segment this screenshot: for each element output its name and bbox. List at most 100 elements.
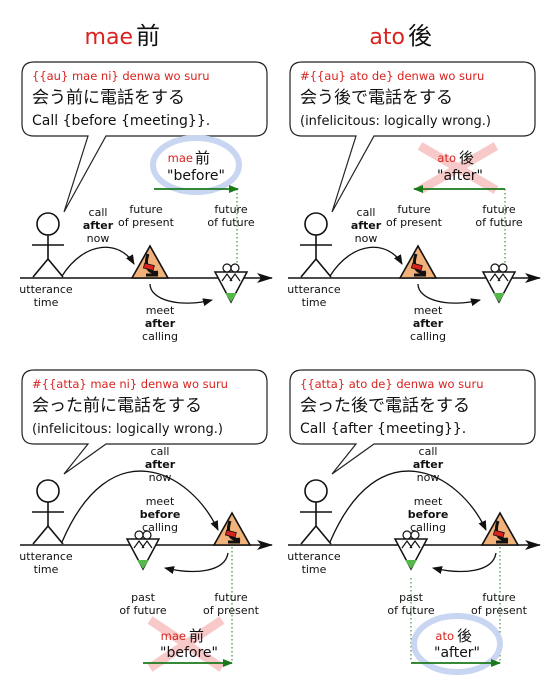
- meeting-icon: [214, 263, 248, 303]
- call-label-1: call: [151, 445, 170, 458]
- call-label-1: call: [357, 206, 376, 219]
- speaker-figure: [31, 212, 65, 278]
- header-right: ato 後: [369, 22, 432, 50]
- panel-bottom-left: #{{atta} mae ni} denwa wo suru 会った前に電話をす…: [19, 369, 273, 672]
- utterance-line1: utterance: [287, 550, 341, 563]
- call-label-2: after: [83, 219, 114, 232]
- marker-b-line1: future: [482, 591, 515, 604]
- meet-label-3: calling: [142, 521, 178, 534]
- highlight-ellipse: [150, 135, 242, 195]
- meet-label-1: meet: [414, 304, 443, 317]
- badge-gloss: "after": [434, 645, 480, 661]
- speech-bubble: [21, 369, 268, 475]
- badge-kanji: 前: [195, 149, 210, 167]
- panel-bottom-right: {{atta} ato de} denwa wo suru 会った後で電話をする…: [287, 369, 541, 675]
- badge-roman: ato: [435, 629, 454, 643]
- badge-kanji: 前: [189, 627, 204, 645]
- meet-label-1: meet: [146, 304, 175, 317]
- utterance-line2: time: [34, 296, 59, 309]
- bubble-english: Call {before {meeting}}.: [32, 113, 210, 129]
- meet-label-2: after: [413, 317, 444, 330]
- header-left-kanji: 前: [136, 22, 160, 50]
- bubble-romaji: #{{au} ato de} denwa wo suru: [300, 69, 484, 83]
- call-label-1: call: [419, 445, 438, 458]
- meet-label-1: meet: [146, 495, 175, 508]
- marker-b-line2: of present: [471, 604, 528, 617]
- speaker-figure: [299, 212, 333, 278]
- header-left-roman: mae: [85, 25, 133, 50]
- speaker-figure: [31, 479, 65, 545]
- marker-b-line2: of present: [203, 604, 260, 617]
- badge-roman: ato: [437, 151, 456, 165]
- panel-top-left: {{au} mae ni} denwa wo suru 会う前に電話をする Ca…: [19, 61, 273, 343]
- badge-roman: mae: [161, 629, 186, 643]
- bubble-romaji: {{atta} ato de} denwa wo suru: [300, 377, 483, 391]
- badge-kanji: 後: [459, 149, 474, 167]
- meeting-icon: [126, 530, 160, 570]
- utterance-line1: utterance: [19, 283, 73, 296]
- marker-a-line1: future: [397, 203, 430, 216]
- utterance-line2: time: [34, 563, 59, 576]
- call-label-3: now: [417, 471, 440, 484]
- utterance-line2: time: [302, 296, 327, 309]
- speech-bubble: [21, 61, 268, 213]
- panel-top-right: #{{au} ato de} denwa wo suru 会う後で電話をする (…: [287, 61, 541, 343]
- bubble-japanese: 会った後で電話をする: [300, 396, 470, 416]
- marker-a-line2: of future: [119, 604, 167, 617]
- utterance-line1: utterance: [19, 550, 73, 563]
- speaker-figure: [299, 479, 333, 545]
- meet-label-2: after: [145, 317, 176, 330]
- badge-gloss: "before": [160, 645, 218, 661]
- speech-bubble: [289, 61, 536, 213]
- cross-mark: [417, 142, 499, 194]
- bubble-english: (infelicitous: logically wrong.): [300, 114, 491, 129]
- speech-bubble: [289, 369, 536, 475]
- marker-b-line1: future: [214, 203, 247, 216]
- header-right-kanji: 後: [408, 22, 432, 50]
- meet-label-2: before: [140, 508, 181, 521]
- marker-a-line1: past: [399, 591, 423, 604]
- cross-mark: [147, 616, 225, 672]
- bubble-japanese: 会う前に電話をする: [32, 88, 185, 108]
- utterance-line1: utterance: [287, 283, 341, 296]
- phone-icon: [398, 244, 438, 280]
- marker-b-line1: future: [482, 203, 515, 216]
- marker-a-line1: future: [129, 203, 162, 216]
- call-label-2: after: [145, 458, 176, 471]
- call-label-1: call: [89, 206, 108, 219]
- badge-gloss: "before": [167, 168, 225, 184]
- marker-b-line2: of future: [207, 216, 255, 229]
- call-label-2: after: [413, 458, 444, 471]
- meeting-icon: [482, 263, 516, 303]
- marker-b-line1: future: [214, 591, 247, 604]
- meet-label-2: before: [408, 508, 449, 521]
- phone-icon: [212, 511, 252, 547]
- badge-gloss: "after": [437, 168, 483, 184]
- meet-label-3: calling: [410, 330, 446, 343]
- bubble-japanese: 会った前に電話をする: [32, 396, 202, 416]
- bubble-romaji: {{au} mae ni} denwa wo suru: [32, 69, 210, 83]
- header-right-roman: ato: [369, 25, 405, 50]
- highlight-ellipse: [411, 613, 503, 675]
- marker-a-line2: of present: [118, 216, 175, 229]
- meeting-icon: [394, 530, 428, 570]
- call-label-3: now: [149, 471, 172, 484]
- meet-label-3: calling: [410, 521, 446, 534]
- marker-a-line1: past: [131, 591, 155, 604]
- call-label-3: now: [87, 232, 110, 245]
- bubble-japanese: 会う後で電話をする: [300, 88, 453, 108]
- phone-icon: [480, 511, 520, 547]
- call-label-2: after: [351, 219, 382, 232]
- bubble-romaji: #{{atta} mae ni} denwa wo suru: [32, 377, 228, 391]
- marker-b-line2: of future: [475, 216, 523, 229]
- badge-roman: mae: [168, 151, 193, 165]
- utterance-line2: time: [302, 563, 327, 576]
- phone-icon: [130, 244, 170, 280]
- meet-label-3: calling: [142, 330, 178, 343]
- meet-label-1: meet: [414, 495, 443, 508]
- header-left: mae 前: [85, 22, 160, 50]
- bubble-english: Call {after {meeting}}.: [300, 421, 466, 437]
- badge-kanji: 後: [457, 627, 472, 645]
- call-label-3: now: [355, 232, 378, 245]
